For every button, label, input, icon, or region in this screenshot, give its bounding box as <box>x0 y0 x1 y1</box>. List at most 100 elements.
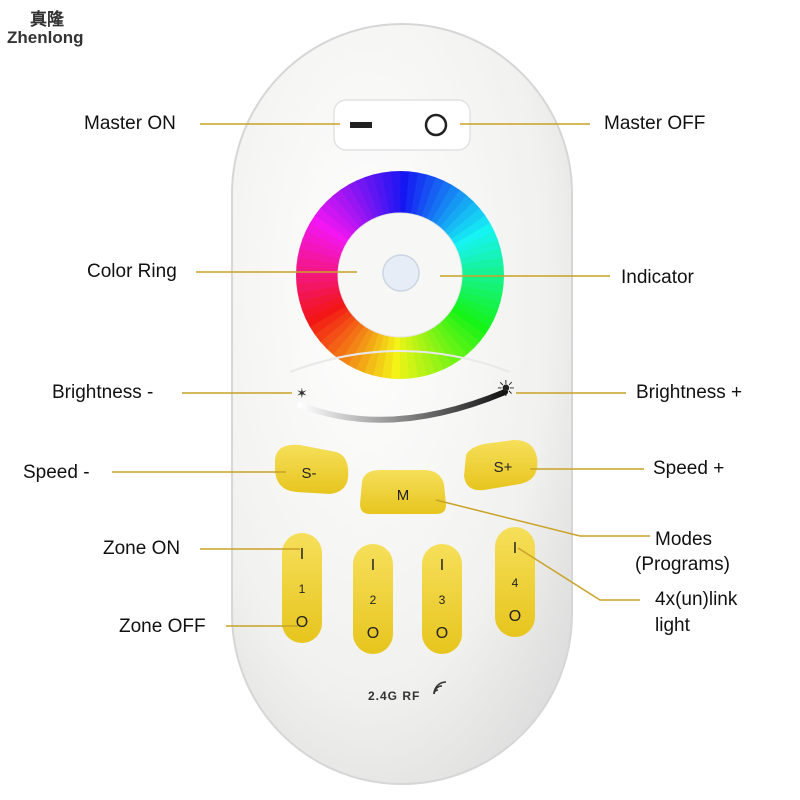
zone-off-mark: O <box>436 625 448 642</box>
color-ring-segment[interactable] <box>381 171 395 214</box>
zone-number: 1 <box>299 582 306 596</box>
color-ring-segment[interactable] <box>416 174 436 217</box>
color-ring-segment[interactable] <box>456 231 498 255</box>
color-ring-segment[interactable] <box>426 180 453 222</box>
color-ring-segment[interactable] <box>453 223 495 250</box>
zone-number: 4 <box>512 576 519 590</box>
color-ring-segment[interactable] <box>297 247 341 265</box>
color-ring-segment[interactable] <box>435 189 468 228</box>
color-ring-segment[interactable] <box>372 334 390 378</box>
color-ring-segment[interactable] <box>373 172 390 216</box>
zone-number: 2 <box>370 593 377 607</box>
color-ring-segment[interactable] <box>356 177 380 219</box>
speed-minus-button[interactable]: S- <box>275 444 349 494</box>
color-ring-segment[interactable] <box>314 310 353 342</box>
zone-off-mark: O <box>367 625 379 642</box>
color-ring-segment[interactable] <box>340 184 370 225</box>
sun-icon: ☀ <box>496 377 516 402</box>
color-ring-segment[interactable] <box>305 300 347 327</box>
brightness-slider[interactable] <box>297 389 508 423</box>
label-speed-minus: Speed - <box>23 462 90 483</box>
color-ring-segment[interactable] <box>450 306 491 336</box>
color-ring-segment[interactable] <box>302 230 344 254</box>
color-ring-segment[interactable] <box>320 314 357 349</box>
color-ring-segment[interactable] <box>296 274 339 285</box>
color-ring-segment[interactable] <box>439 318 474 355</box>
color-ring-segment[interactable] <box>347 328 374 370</box>
zone-off-mark: O <box>296 614 308 631</box>
color-ring-segment[interactable] <box>364 333 384 376</box>
color-ring-segment[interactable] <box>296 280 339 294</box>
color-ring-segment[interactable] <box>410 334 427 378</box>
color-ring-segment[interactable] <box>364 174 385 217</box>
color-ring-segment[interactable] <box>390 336 400 379</box>
color-ring-segment[interactable] <box>299 290 342 311</box>
color-ring-segment[interactable] <box>297 285 341 302</box>
color-ring-segment[interactable] <box>333 189 365 228</box>
color-ring-segment[interactable] <box>405 336 419 379</box>
zone-button-1[interactable]: I1O <box>282 533 322 643</box>
color-ring-segment[interactable] <box>456 296 498 320</box>
zone-button-3[interactable]: I3O <box>422 544 462 654</box>
mode-button[interactable]: M <box>360 470 446 514</box>
slider-top-edge <box>289 350 511 373</box>
label-brightness-plus: Brightness + <box>636 382 743 403</box>
circle-icon[interactable] <box>424 113 448 137</box>
color-ring-segment[interactable] <box>400 171 410 214</box>
color-ring-segment[interactable] <box>390 171 401 214</box>
color-ring-segment[interactable] <box>405 171 419 214</box>
speed-plus-button[interactable]: S+ <box>464 440 538 491</box>
color-ring-segment[interactable] <box>443 201 480 236</box>
color-ring-segment[interactable] <box>399 336 410 379</box>
color-ring-segment[interactable] <box>381 336 395 379</box>
color-ring-segment[interactable] <box>450 215 491 245</box>
color-ring-segment[interactable] <box>461 265 504 276</box>
label-link-light: light <box>655 615 690 636</box>
color-ring-segment[interactable] <box>348 180 375 222</box>
label-speed-plus: Speed + <box>653 458 725 479</box>
color-ring-segment[interactable] <box>458 239 501 260</box>
color-ring-segment[interactable] <box>431 184 461 225</box>
mode-label: M <box>397 487 410 504</box>
color-ring-segment[interactable] <box>314 207 353 240</box>
color-ring-segment[interactable] <box>435 322 467 361</box>
speed-minus-label: S- <box>302 465 317 482</box>
color-ring-segment[interactable] <box>332 322 365 361</box>
label-master-on: Master ON <box>84 113 176 134</box>
label-link: 4x(un)link <box>655 589 738 610</box>
color-ring-segment[interactable] <box>447 310 486 343</box>
color-ring-segment[interactable] <box>453 301 495 328</box>
color-ring-segment[interactable] <box>326 318 361 355</box>
color-ring-segment[interactable] <box>410 172 428 216</box>
color-ring-segment[interactable] <box>299 239 342 259</box>
color-ring-segment[interactable] <box>439 195 474 232</box>
color-ring-segment[interactable] <box>447 208 486 240</box>
minus-icon[interactable] <box>350 122 372 128</box>
label-modes: Modes <box>655 529 713 550</box>
zone-button-2[interactable]: I 2O <box>353 544 393 654</box>
color-ring-segment[interactable] <box>302 295 344 319</box>
zone-button-4[interactable]: I4O <box>495 527 535 637</box>
wifi-signal-icon <box>433 681 447 695</box>
color-ring-segment[interactable] <box>461 280 504 294</box>
color-ring-segment[interactable] <box>459 248 503 265</box>
color-ring-segment[interactable] <box>320 201 357 236</box>
color-ring-segment[interactable] <box>459 285 503 303</box>
color-ring-segment[interactable] <box>415 333 436 376</box>
zone-number: 3 <box>439 593 446 607</box>
color-ring-segment[interactable] <box>421 177 445 219</box>
rf-label: 2.4G RF <box>368 689 420 703</box>
color-ring-segment[interactable] <box>305 222 347 249</box>
color-ring-segment[interactable] <box>326 195 361 232</box>
color-ring[interactable] <box>296 171 504 379</box>
color-ring-segment[interactable] <box>309 305 350 335</box>
color-ring-segment[interactable] <box>443 314 480 349</box>
color-ring-segment[interactable] <box>461 275 504 285</box>
color-ring-segment[interactable] <box>296 256 339 270</box>
color-ring-segment[interactable] <box>461 256 504 270</box>
color-ring-segment[interactable] <box>309 214 350 244</box>
color-ring-segment[interactable] <box>458 291 501 311</box>
color-ring-segment[interactable] <box>425 328 452 370</box>
zone-on-mark: I <box>371 557 375 574</box>
